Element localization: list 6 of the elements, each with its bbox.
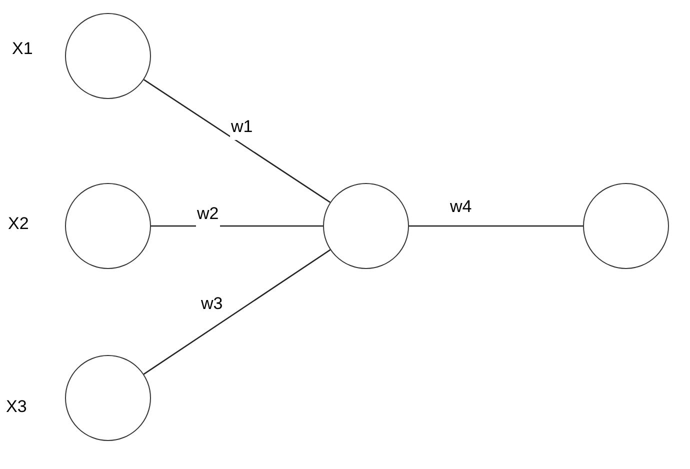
connector-line: [144, 79, 330, 203]
input-label: X2: [8, 213, 29, 235]
connector-line: [409, 225, 583, 227]
connector-line: [143, 249, 331, 375]
input-label: X1: [12, 38, 33, 60]
input-label: X3: [6, 396, 27, 418]
